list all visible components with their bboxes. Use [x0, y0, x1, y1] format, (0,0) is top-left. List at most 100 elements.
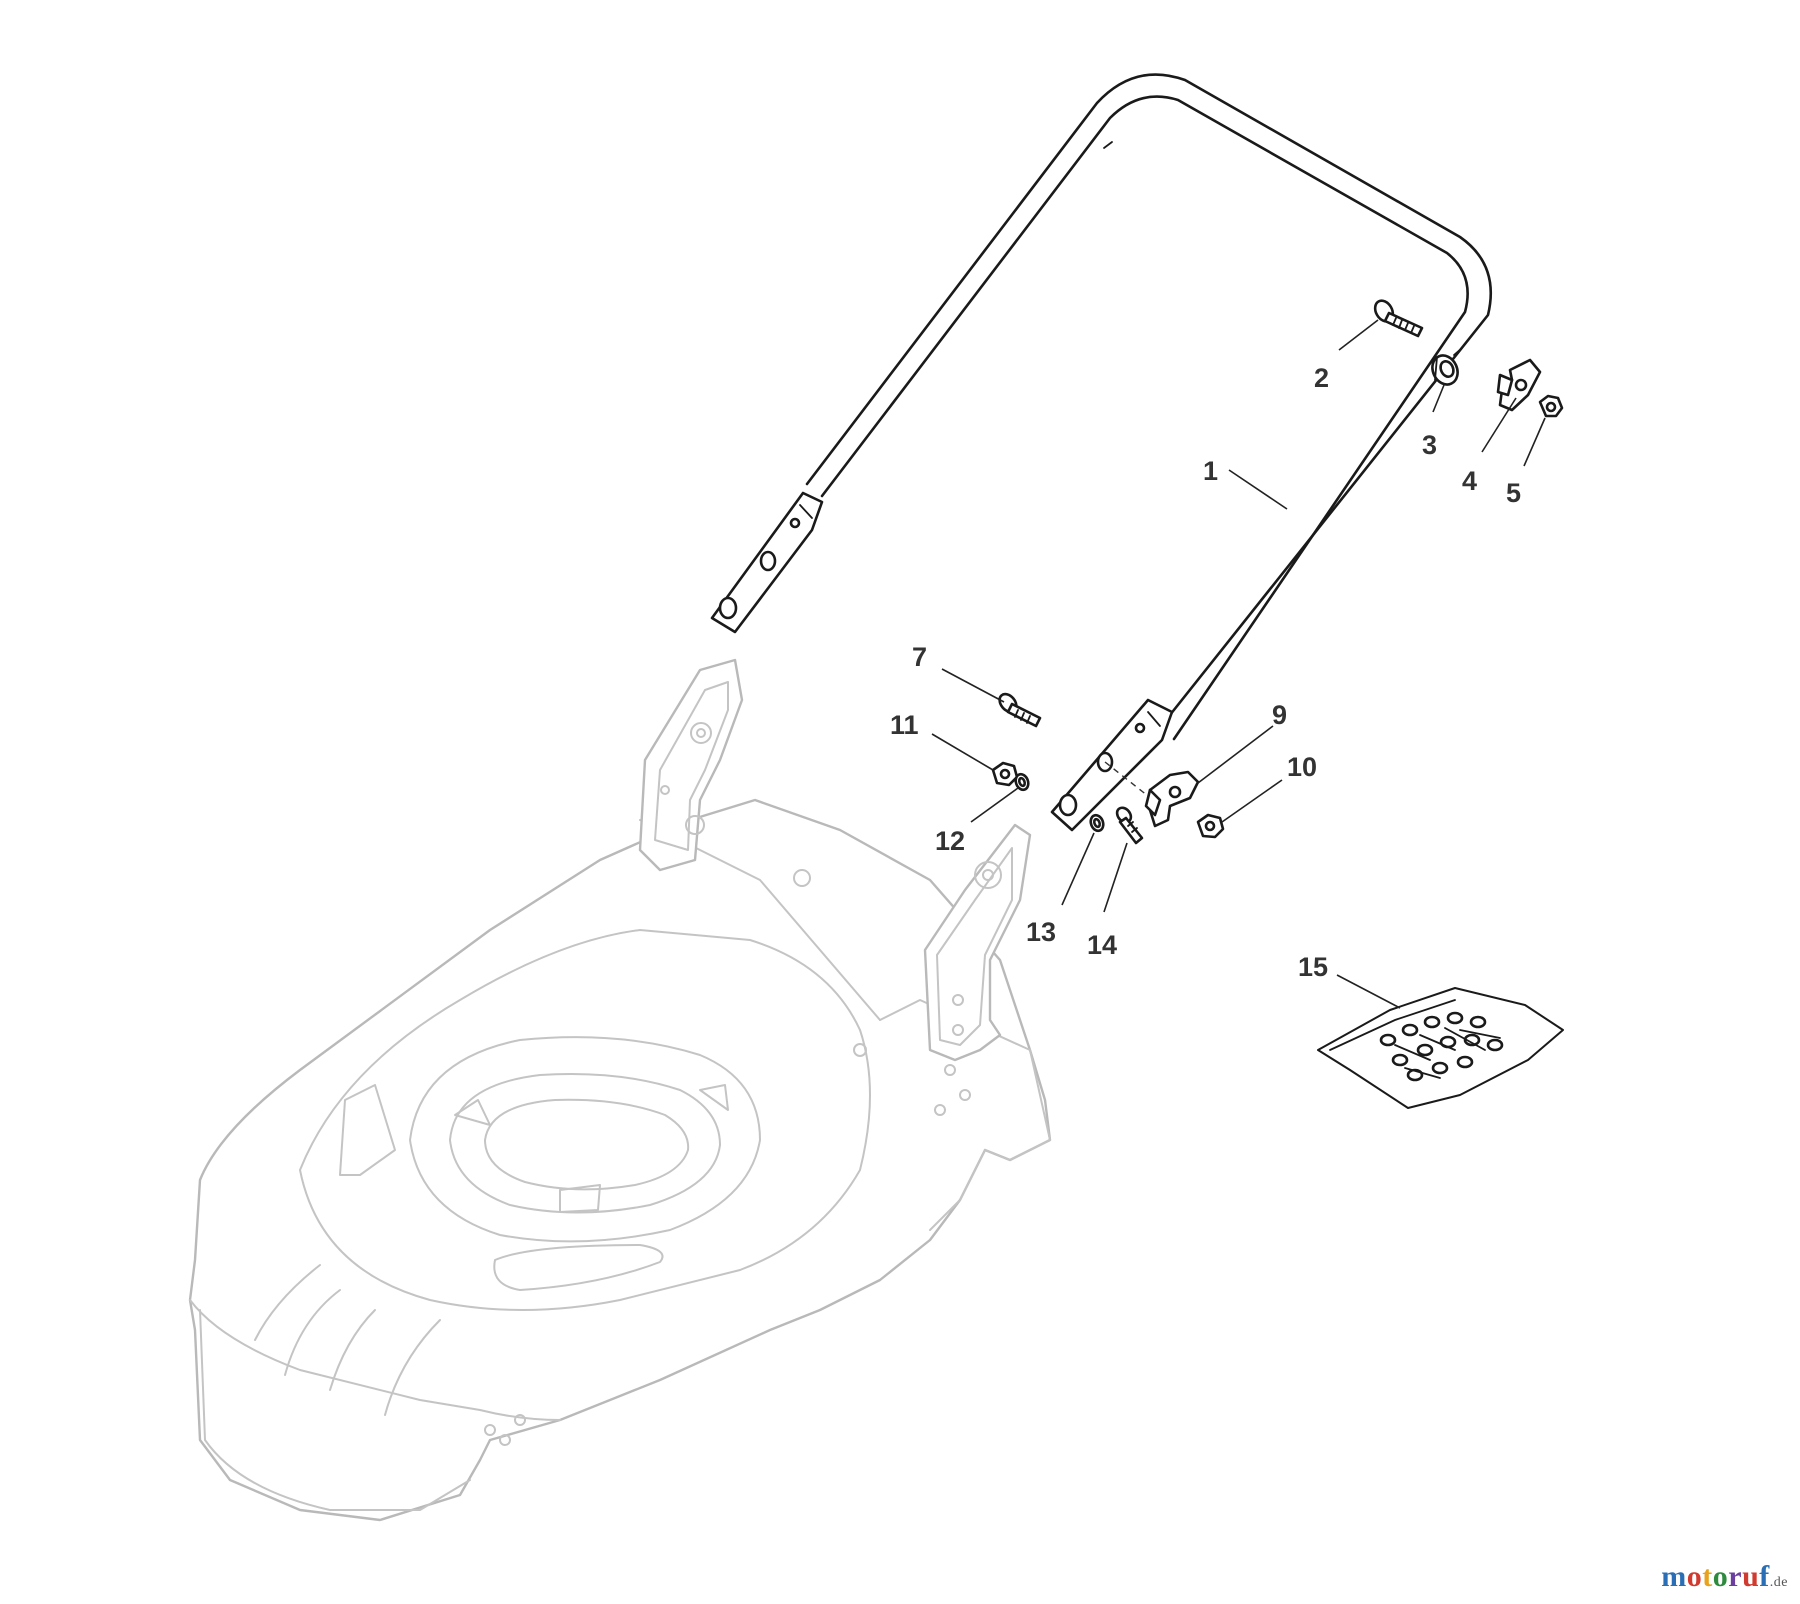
- watermark-suffix: .de: [1769, 1575, 1788, 1590]
- bag-item: [1423, 1015, 1441, 1029]
- deck-rear-slot: [493, 1244, 664, 1291]
- watermark-letter: r: [1728, 1560, 1743, 1593]
- handle-left-hole: [718, 596, 738, 620]
- callout-10: 10: [1287, 752, 1317, 782]
- deck-hole: [685, 815, 705, 835]
- deck-cutting-chamber: [409, 1036, 761, 1243]
- deck-hole: [944, 1064, 956, 1076]
- deck-body: [188, 798, 1052, 1522]
- leader-3: [1432, 384, 1445, 413]
- deck-left-bracket-inner: [654, 681, 729, 851]
- bag-15-fold: [1329, 999, 1456, 1051]
- deck-hole: [934, 1104, 946, 1116]
- leader-lines: [931, 319, 1546, 1009]
- callout-12: 12: [935, 826, 965, 856]
- nut-10-hole: [1204, 820, 1216, 832]
- nut-part-11: [991, 761, 1019, 787]
- deck-right-bracket-hole: [974, 861, 1002, 889]
- handle-pin: [1103, 141, 1113, 149]
- bag-item: [1446, 1011, 1464, 1025]
- callout-4: 4: [1462, 466, 1477, 496]
- washer-12-inner: [1017, 776, 1027, 788]
- leader-15: [1336, 974, 1401, 1009]
- leader-13: [1061, 832, 1095, 906]
- deck-hole: [484, 1424, 496, 1436]
- washer-part-12: [1014, 772, 1030, 792]
- watermark-letter: m: [1661, 1560, 1687, 1593]
- deck-hole: [793, 869, 811, 887]
- deck-left-bracket-hole-center: [696, 728, 706, 738]
- wing-knob-part-9: [1144, 770, 1200, 828]
- bag-15-outline: [1317, 987, 1564, 1109]
- bag-item: [1456, 1055, 1474, 1069]
- leader-5: [1523, 417, 1546, 467]
- deck-hole: [514, 1414, 526, 1426]
- deck-left-slot: [339, 1084, 396, 1176]
- handle-right-hole: [1058, 793, 1078, 817]
- wing-knob-part-4: [1496, 358, 1542, 412]
- washer-part-3: [1431, 354, 1459, 386]
- knob-4-wing: [1496, 373, 1514, 397]
- knob-9-hole: [1168, 785, 1182, 799]
- handle-bar-part-1: [710, 73, 1493, 832]
- handle-left-hole: [759, 550, 777, 572]
- washer-3-inner: [1439, 360, 1455, 378]
- bag-item: [1401, 1023, 1419, 1037]
- bolt-7-thread: [1014, 709, 1031, 724]
- bag-15-contents: [1379, 1011, 1504, 1082]
- bag-item: [1431, 1061, 1449, 1075]
- callout-5: 5: [1506, 478, 1521, 508]
- nut-part-10: [1196, 813, 1225, 839]
- leader-9: [1197, 725, 1274, 784]
- deck-left-bracket: [638, 658, 744, 872]
- handle-pin: [1453, 347, 1463, 356]
- knob-9-wing: [1144, 788, 1162, 817]
- bag-item: [1379, 1033, 1397, 1047]
- knob-9-body: [1148, 770, 1200, 828]
- handle-tube-outer: [805, 73, 1493, 732]
- deck-ring-tab: [699, 1084, 729, 1111]
- callout-14: 14: [1087, 930, 1117, 960]
- deck-hole: [853, 1043, 867, 1057]
- leader-11: [931, 733, 994, 771]
- deck-hole: [952, 994, 964, 1006]
- callout-9: 9: [1272, 700, 1287, 730]
- deck-grille-rib: [384, 1319, 441, 1416]
- leader-12: [970, 787, 1019, 823]
- deck-right-bracket-hole-center: [982, 869, 994, 881]
- deck-ring-tab: [454, 1099, 491, 1126]
- bag-item: [1391, 1053, 1409, 1067]
- washer-3-edge: [1434, 356, 1438, 381]
- handle-right-hole-small: [1134, 722, 1146, 734]
- bag-item: [1486, 1038, 1504, 1052]
- leader-1: [1228, 469, 1288, 510]
- bag-item: [1469, 1015, 1487, 1029]
- deck-grille-rib: [329, 1309, 376, 1391]
- deck-motor-mount: [484, 1098, 690, 1191]
- leader-14: [1103, 842, 1128, 913]
- deck-left-bracket-hole: [690, 722, 712, 744]
- deck-right-bracket: [923, 823, 1032, 1062]
- bag-item: [1416, 1043, 1434, 1057]
- watermark-letter: o: [1712, 1560, 1729, 1593]
- bolt-part-7: [998, 692, 1042, 728]
- nut-part-5: [1538, 394, 1564, 418]
- deck-grille-rib: [254, 1264, 321, 1341]
- watermark-letter: f: [1759, 1560, 1770, 1593]
- washer-13-inner: [1092, 817, 1102, 829]
- handle-right-crimp: [1147, 711, 1161, 727]
- nut-5-hole: [1545, 401, 1557, 413]
- callout-1: 1: [1203, 456, 1218, 486]
- handle-left-crimp: [799, 504, 813, 519]
- bolt-part-2: [1373, 299, 1424, 338]
- handle-left-hole-small: [789, 517, 801, 529]
- bolt-2-shank: [1383, 311, 1424, 338]
- bolt-2-thread: [1392, 317, 1415, 334]
- watermark-letter: o: [1686, 1560, 1703, 1593]
- deck-ring-tab: [559, 1184, 601, 1213]
- deck-hole: [959, 1089, 971, 1101]
- watermark-name: motoruf: [1661, 1560, 1770, 1593]
- deck-front-skirt: [199, 1309, 471, 1511]
- knob-4-hole: [1514, 378, 1528, 392]
- deck-hole: [499, 1434, 511, 1446]
